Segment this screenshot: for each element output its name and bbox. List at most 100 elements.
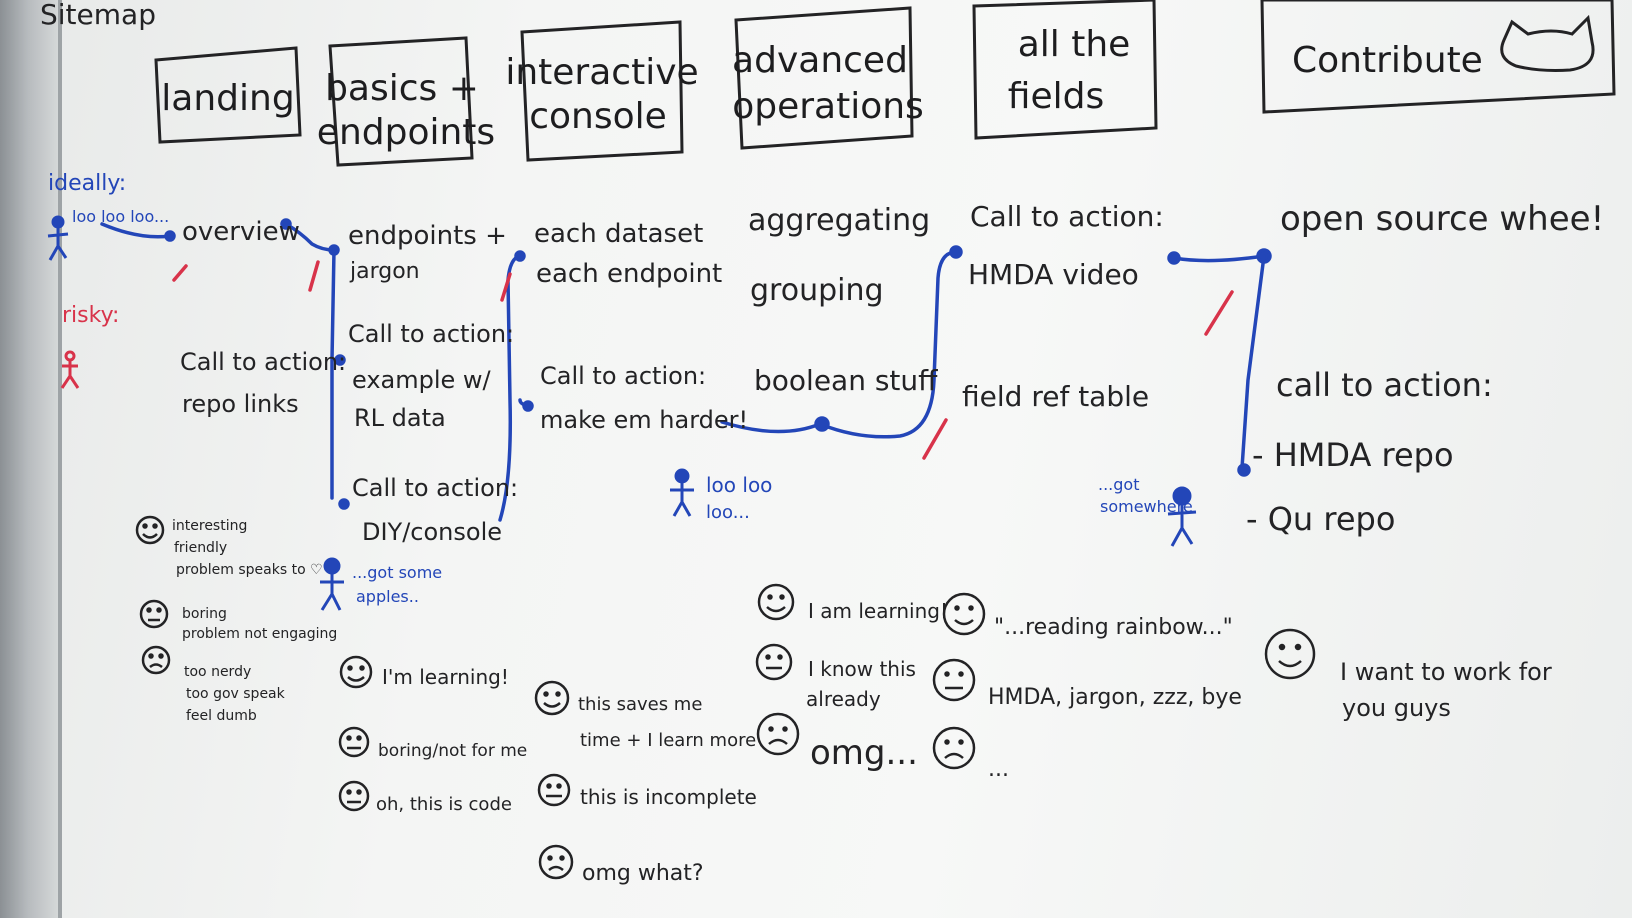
neutral-face-icon [932,658,976,702]
note-advanced: boolean stuff [754,364,938,397]
whiteboard-frame [0,0,62,918]
happy-face-icon [757,583,795,621]
page-box-contribute: Contribute [1260,0,1616,114]
person-start-icon [47,215,69,261]
github-cat-icon [1500,14,1595,72]
page-box-interactive-console: interactive console [505,20,699,162]
note-landing-cta: repo links [182,390,299,418]
page-box-all-the-fields: all the fields [972,0,1158,140]
person-apples-note: ...got some [352,563,442,582]
reaction-text: already [806,687,881,711]
page-box-label: fields [1008,76,1104,117]
reaction-text: oh, this is code [376,794,512,815]
note-landing-cta: Call to action: [180,348,346,376]
note-fields: Call to action: [970,200,1164,233]
note-overview: overview [182,217,300,247]
reaction-advanced-sad: omg... [756,712,918,773]
person-apples-icon [320,557,344,611]
reaction-text: boring [182,606,227,622]
note-basics: Call to action: [348,320,514,348]
reaction-landing-neutral: boring problem not engaging [139,599,337,642]
reaction-fields-sad: ... [932,726,1009,782]
note-basics: RL data [354,404,446,432]
person-somewhere-note: somewhere [1100,497,1193,516]
person-apples-note: apples.. [356,587,419,606]
note-basics: jargon [349,259,420,284]
reaction-basics-neutral: boring/not for me [338,726,527,761]
page-box-label: Contribute [1292,40,1483,81]
page-box-label: landing [161,78,294,119]
neutral-face-icon [755,643,793,681]
reaction-text: I know this [808,657,916,681]
reaction-text: I'm learning! [382,665,509,689]
page-box-label: operations [732,86,924,127]
person-start-note: loo loo loo... [72,207,169,226]
note-basics: Call to action: [352,474,518,502]
page-box-label: interactive [505,52,698,93]
page-box-label: all the [1018,24,1131,65]
note-advanced: grouping [750,273,884,308]
reaction-landing-sad: too nerdy too gov speak feel dumb [141,645,286,724]
page-box-landing: landing [154,46,302,144]
neutral-face-icon [338,726,370,758]
page-box-basics-endpoints: basics + endpoints [317,36,495,167]
happy-face-icon [339,655,373,689]
note-contribute: - HMDA repo [1252,436,1454,474]
happy-face-icon [534,680,570,716]
reaction-text: friendly [174,540,227,556]
note-fields: field ref table [962,380,1149,413]
sad-face-icon [932,726,976,770]
reaction-text: omg what? [582,861,704,886]
reaction-landing-happy: interesting friendly problem speaks to ♡ [135,515,323,578]
page-box-label: basics + [325,68,479,109]
happy-face-icon [135,515,165,545]
note-contribute: call to action: [1276,366,1493,404]
journey-path [100,218,1272,522]
reaction-text: interesting [172,518,247,534]
reaction-text: feel dumb [186,708,257,724]
reaction-text: time + I learn more [580,730,756,751]
reaction-text: boring/not for me [378,741,527,761]
note-fields: HMDA video [968,258,1139,291]
reaction-fields-happy: "...reading rainbow..." [942,592,1233,640]
person-middle-note: loo loo [706,473,772,497]
reaction-text: you guys [1342,694,1451,722]
happy-face-icon [942,592,986,636]
reaction-text: too nerdy [184,664,251,680]
note-basics: DIY/console [362,518,502,546]
note-contribute: open source whee! [1280,199,1604,239]
person-somewhere-icon [1167,486,1197,547]
reaction-text: problem speaks to ♡ [176,562,323,578]
note-advanced: aggregating [748,203,930,238]
reaction-text: "...reading rainbow..." [994,615,1233,640]
legend-risky: risky: [62,303,119,328]
note-console: Call to action: [540,362,706,390]
page-box-label: console [529,96,667,137]
reaction-basics-neutral-2: oh, this is code [338,780,512,815]
person-middle-icon [670,468,694,517]
sad-face-icon [756,712,800,756]
reaction-console-sad: omg what? [538,844,704,886]
neutral-face-icon [537,773,571,807]
reaction-text: HMDA, jargon, zzz, bye [988,685,1242,710]
note-basics: endpoints + [348,221,507,251]
note-basics: example w/ [352,366,492,394]
happy-face-icon [1264,628,1316,680]
reaction-advanced-happy: I am learning! [757,583,948,623]
note-contribute: - Qu repo [1246,500,1395,538]
note-console: each dataset [534,219,703,249]
neutral-face-icon [338,780,370,812]
person-somewhere-note: ...got [1098,475,1139,494]
risky-figure-icon [60,350,80,389]
reaction-contribute-happy: I want to work for you guys [1264,628,1552,722]
legend-ideally: ideally: [48,171,126,196]
person-middle-note: loo... [706,502,750,523]
reaction-text: problem not engaging [182,626,337,642]
reaction-console-neutral: this is incomplete [537,773,757,809]
reaction-text: I want to work for [1340,658,1552,686]
note-console: make em harder! [540,406,748,434]
reaction-text: ... [988,757,1009,782]
reaction-advanced-neutral: I know this already [755,643,916,711]
